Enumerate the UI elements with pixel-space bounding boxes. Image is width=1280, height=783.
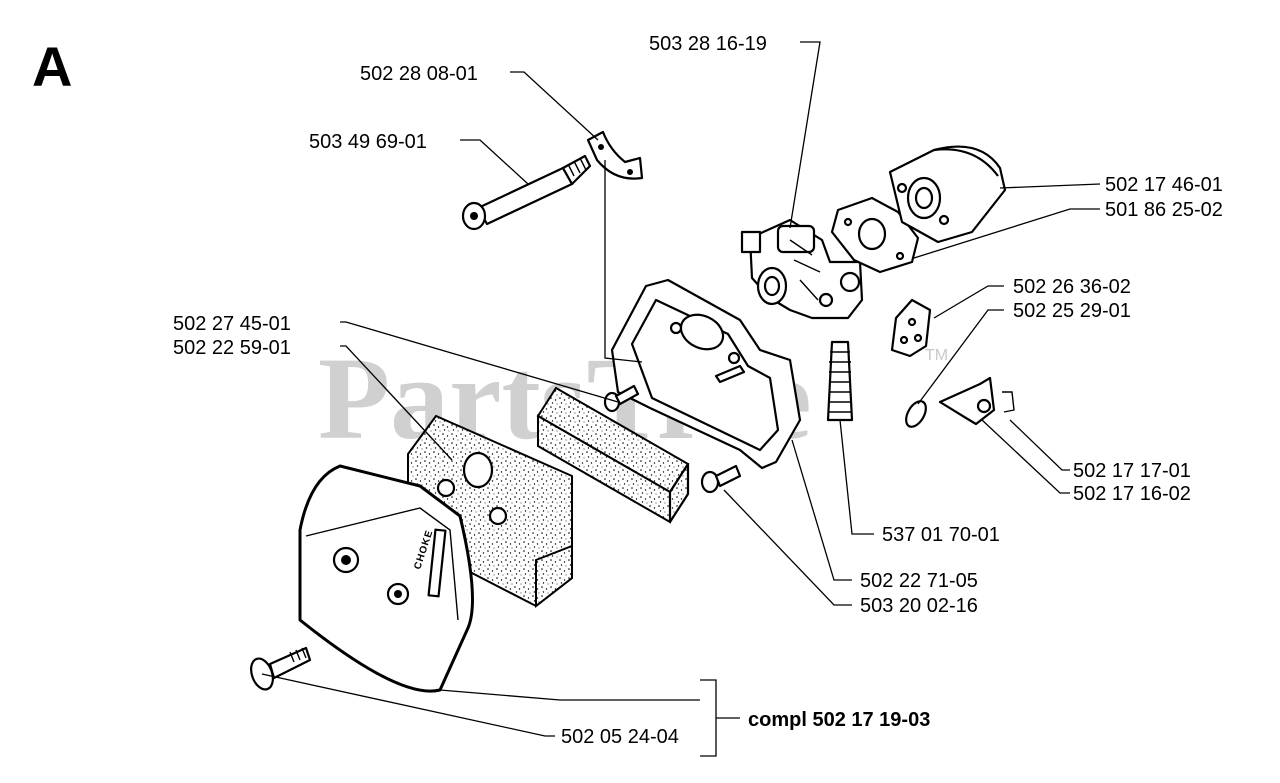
carburetor-housing-part [610,278,802,470]
label-wire-pin: 502 17 17-01 [1073,460,1191,482]
label-screw-b: 503 20 02-16 [860,595,978,617]
filter-pad-part [536,386,690,524]
label-screw-a: 502 22 71-05 [860,570,978,592]
label-mount-bracket: 502 28 08-01 [360,63,478,85]
screw-lower-part [700,464,742,494]
label-carburetor: 503 28 16-19 [649,33,767,55]
label-foam-filter: 502 22 59-01 [173,337,291,359]
label-choke-plate: 502 26 36-02 [1013,276,1131,298]
bolt-part [461,154,592,231]
callout-labels: 503 28 16-19 502 28 08-01 503 49 69-01 5… [173,33,1223,748]
label-spring-clip: 502 25 29-01 [1013,300,1131,322]
choke-plate-part [890,298,932,358]
rubber-bellows-part [826,340,854,422]
mount-bracket-part [586,130,644,180]
watermark-trademark: TM [925,347,948,364]
spring-clip-part [905,400,927,428]
label-filter-pad: 502 27 45-01 [173,313,291,335]
choke-lever-part [938,376,1015,426]
filter-cover-part: CHOKE [298,464,474,693]
label-assembly: compl 502 17 19-03 [748,709,930,731]
screw-upper-part [603,384,640,413]
carburetor-part [740,218,864,320]
knob-part [250,646,312,691]
section-letter: A [32,35,72,98]
label-intake-elbow: 502 17 46-01 [1105,174,1223,196]
label-choke-lever: 502 17 16-02 [1073,483,1191,505]
label-bolt: 503 49 69-01 [309,131,427,153]
label-bellows: 537 01 70-01 [882,524,1000,546]
leader-lines [261,41,1101,757]
label-gasket: 501 86 25-02 [1105,199,1223,221]
intake-elbow-part [888,145,1007,244]
label-knob: 502 05 24-04 [561,726,679,748]
gasket-part [830,196,920,274]
